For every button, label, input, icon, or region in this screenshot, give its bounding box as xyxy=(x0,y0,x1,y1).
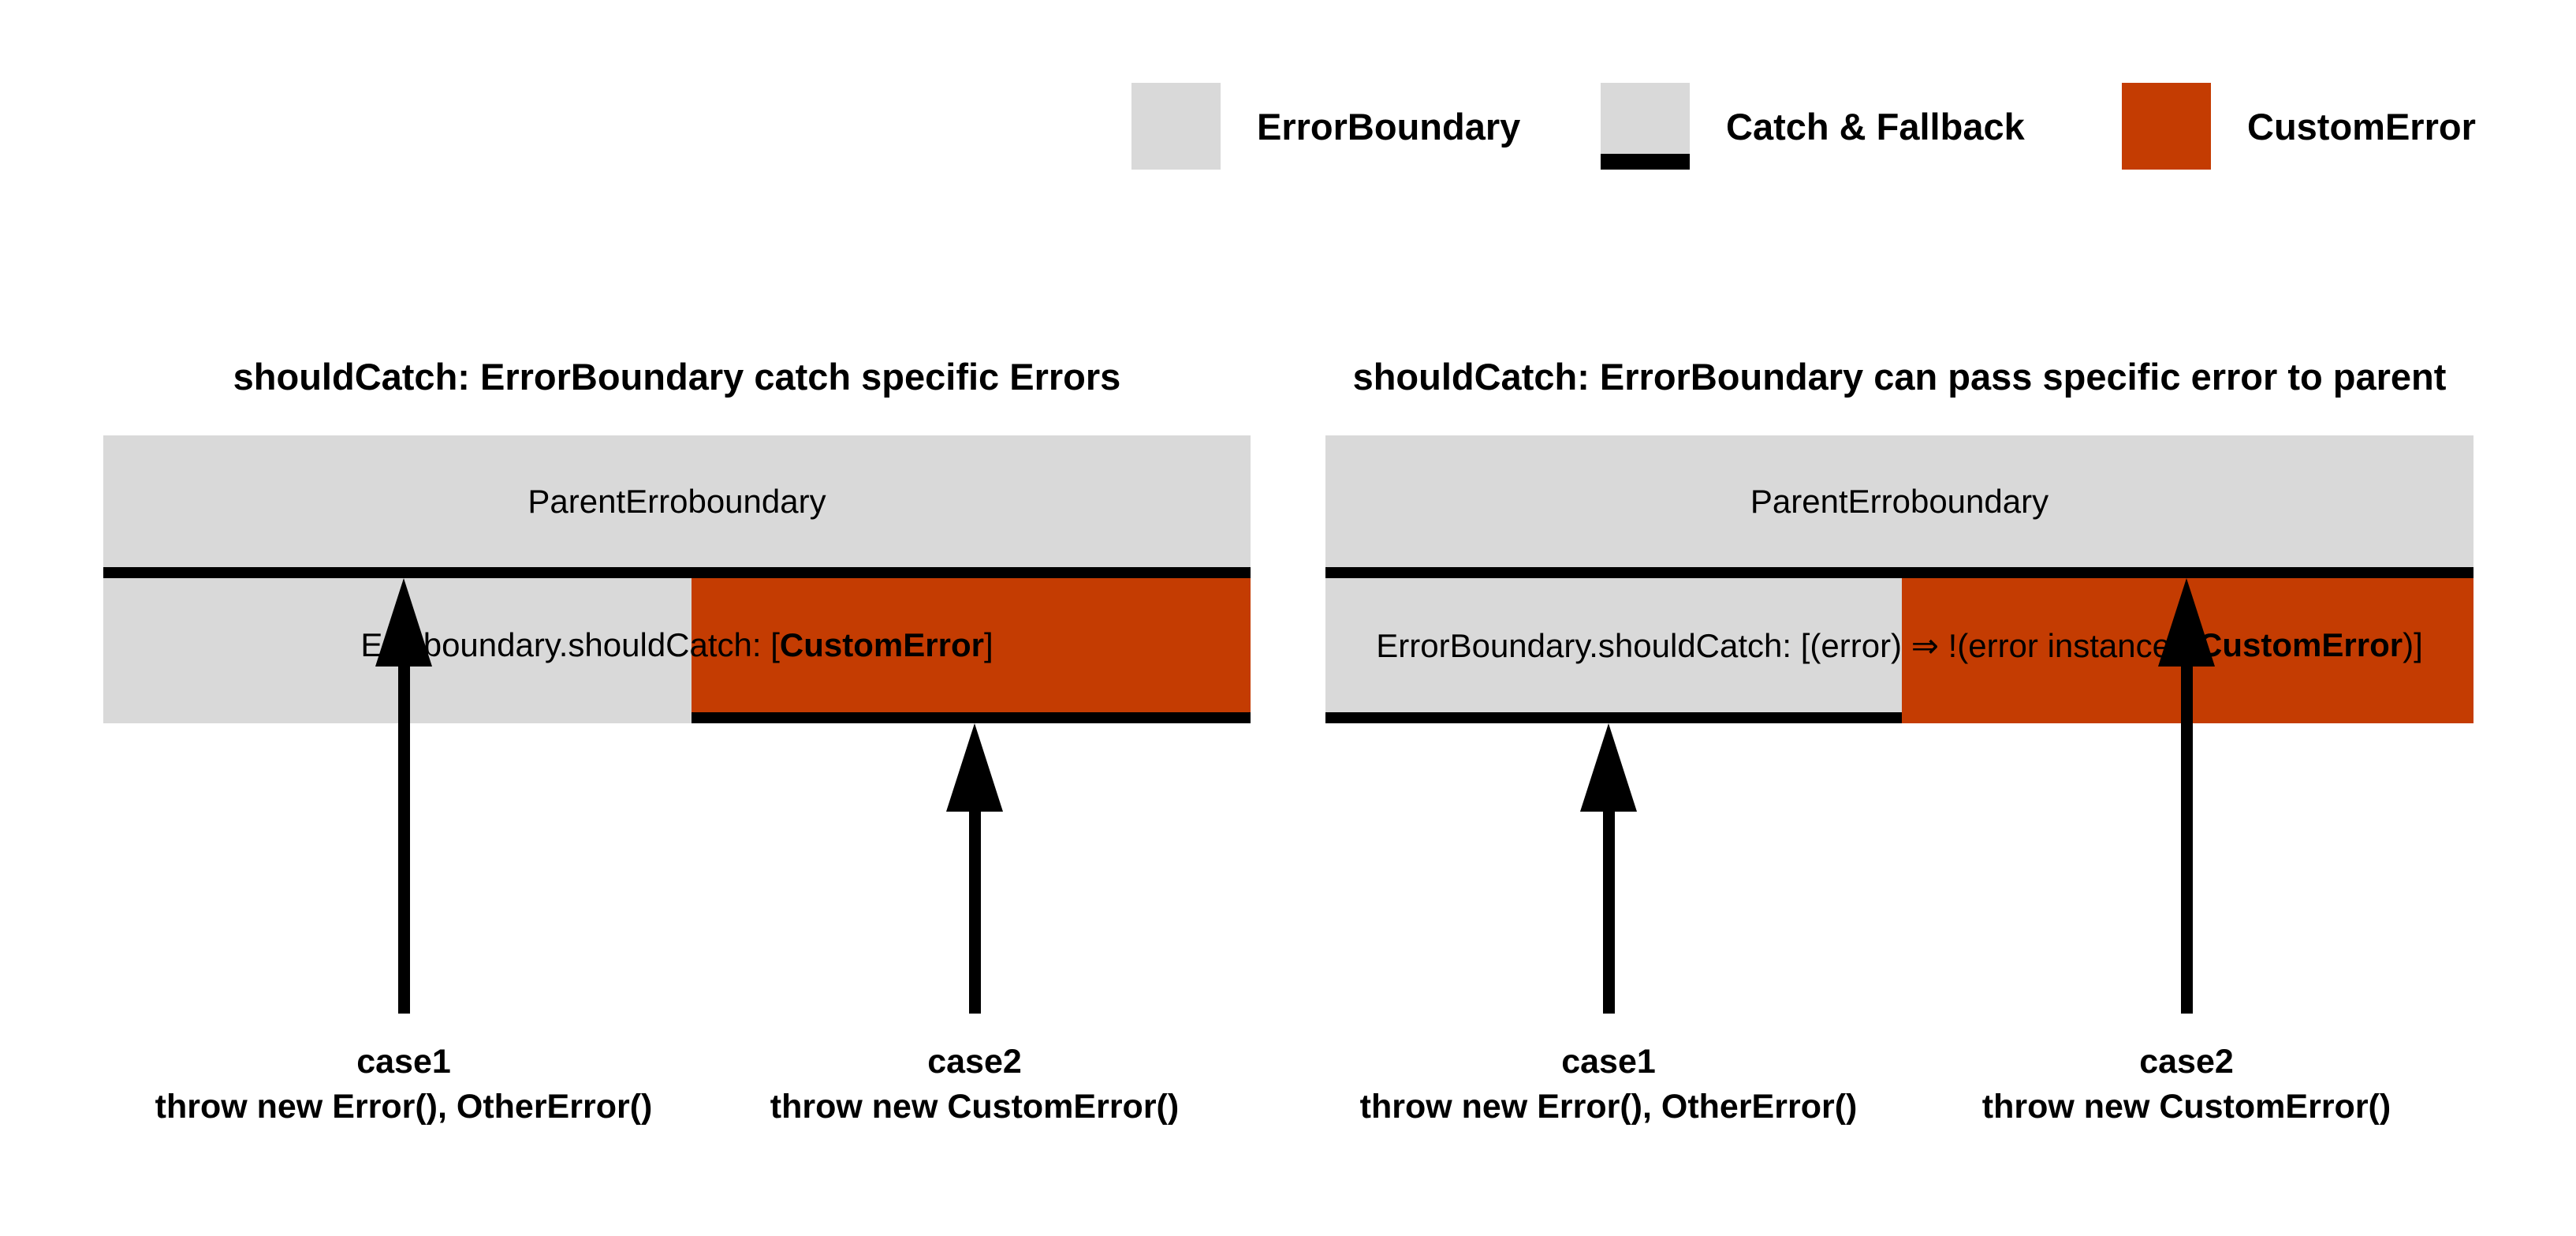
arrow-shaft xyxy=(397,667,410,1014)
legend-label-customerror: CustomError xyxy=(2247,105,2476,147)
arrow-shaft xyxy=(968,812,981,1014)
right-parent-catch-border xyxy=(1325,567,2473,578)
customerror-swatch-icon xyxy=(2122,83,2211,170)
case-code: throw new Error(), OtherError() xyxy=(155,1088,653,1126)
left-case1-label: case1 throw new Error(), OtherError() xyxy=(49,1040,759,1130)
right-panel-title: shouldCatch: ErrorBoundary can pass spec… xyxy=(1352,356,2447,398)
case-name: case1 xyxy=(356,1043,451,1081)
right-case1-label: case1 throw new Error(), OtherError() xyxy=(1254,1040,1963,1130)
left-parent-errorboundary-box: ParentErroboundary xyxy=(103,435,1251,567)
legend-item-errorboundary: ErrorBoundary xyxy=(1131,83,1520,170)
right-case2-label: case2 throw new CustomError() xyxy=(1832,1040,2541,1130)
case-name: case1 xyxy=(1561,1043,1656,1081)
case-code: throw new CustomError() xyxy=(770,1088,1180,1126)
legend-label-catch-fallback: Catch & Fallback xyxy=(1726,105,2025,147)
catch-fallback-swatch-icon xyxy=(1601,83,1690,170)
left-child-catch-region xyxy=(692,578,1251,723)
errorboundary-swatch-icon xyxy=(1131,83,1221,170)
legend-item-customerror: CustomError xyxy=(2122,83,2476,170)
left-parent-catch-border xyxy=(103,567,1251,578)
right-case2-arrow-icon xyxy=(2158,578,2215,1014)
case-code: throw new Error(), OtherError() xyxy=(1359,1088,1858,1126)
right-parent-errorboundary-label: ParentErroboundary xyxy=(1750,482,2049,520)
right-parent-errorboundary-box: ParentErroboundary xyxy=(1325,435,2473,567)
case-name: case2 xyxy=(927,1043,1022,1081)
arrow-head-icon xyxy=(1580,723,1637,812)
legend-label-errorboundary: ErrorBoundary xyxy=(1257,105,1521,147)
arrow-shaft xyxy=(2180,667,2193,1014)
arrow-head-icon xyxy=(946,723,1003,812)
right-child-errorboundary-row: ErrorBoundary.shouldCatch: [(error) ⇒ !(… xyxy=(1325,578,2473,723)
left-case1-arrow-icon xyxy=(375,578,432,1014)
left-case2-label: case2 throw new CustomError() xyxy=(620,1040,1329,1130)
arrow-head-icon xyxy=(2158,578,2215,667)
left-panel-title: shouldCatch: ErrorBoundary catch specifi… xyxy=(233,356,1121,398)
right-child-catch-region xyxy=(1325,578,1902,723)
legend-item-catch-fallback: Catch & Fallback xyxy=(1601,83,2025,170)
case-code: throw new CustomError() xyxy=(1981,1088,2391,1126)
left-case2-arrow-icon xyxy=(946,723,1003,1014)
right-case1-arrow-icon xyxy=(1580,723,1637,1014)
left-parent-errorboundary-label: ParentErroboundary xyxy=(528,482,826,520)
case-name: case2 xyxy=(2139,1043,2234,1081)
left-child-errorboundary-row: Erroboundary.shouldCatch: [CustomError] xyxy=(103,578,1251,723)
arrow-shaft xyxy=(1602,812,1615,1014)
arrow-head-icon xyxy=(375,578,432,667)
